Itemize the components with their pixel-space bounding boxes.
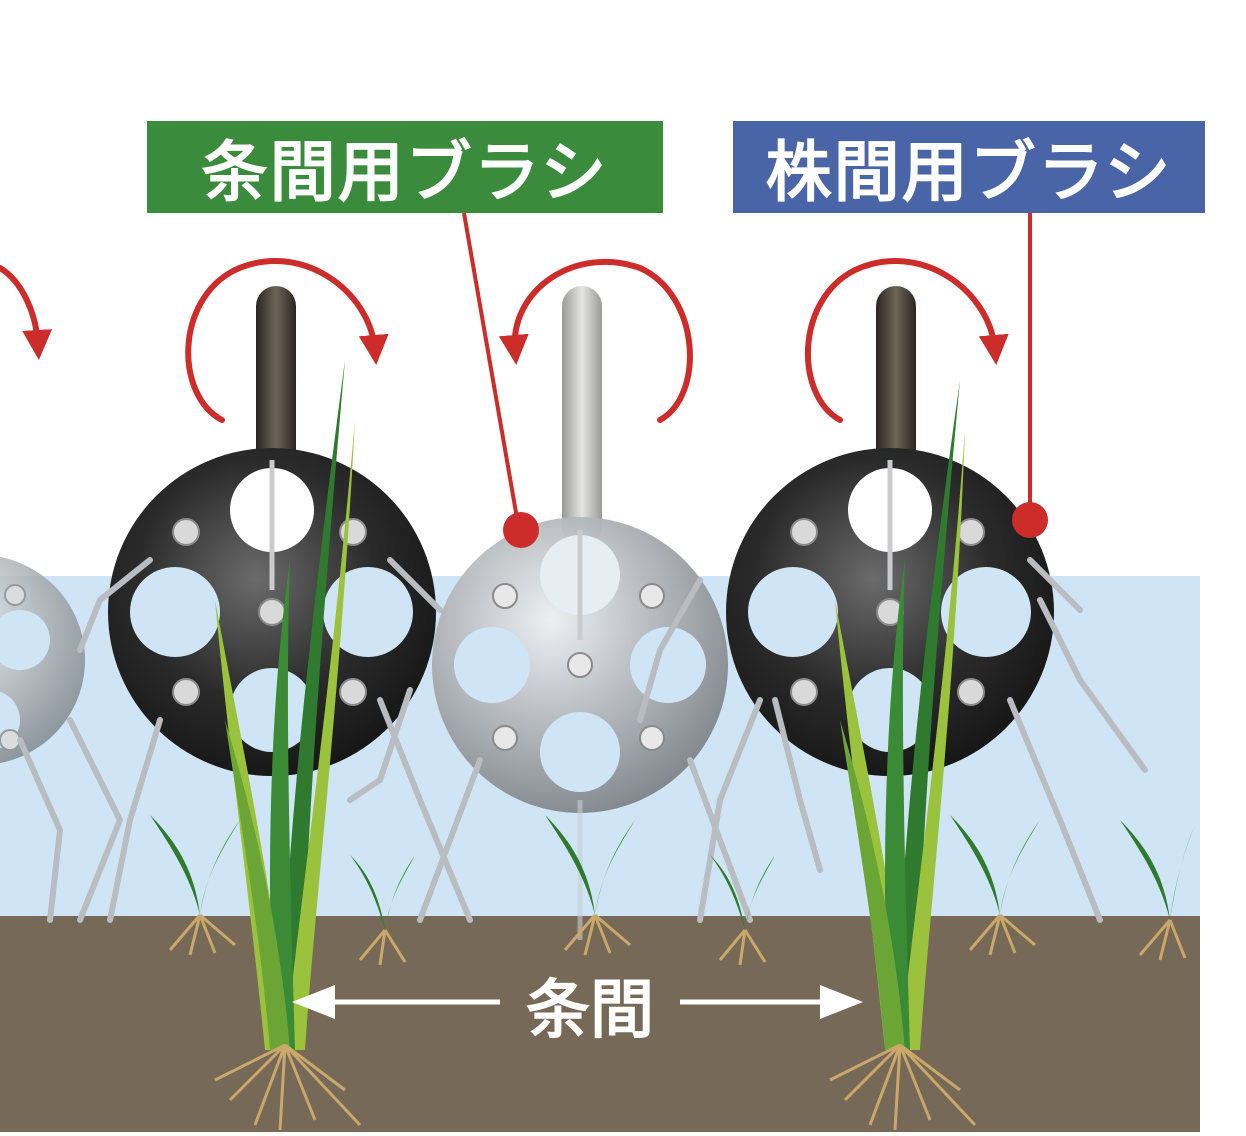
seedling-icon: [150, 815, 1195, 966]
hill-brush-box: [733, 121, 1205, 213]
rotation-arrow-icon: [0, 258, 1009, 423]
rice-plant-icon: [214, 360, 362, 1131]
row-spacing-label: 条間: [526, 974, 654, 1048]
hill-brush-label: 株間用ブラシ: [765, 134, 1173, 211]
brush-disc-icon: [108, 448, 436, 776]
leader-line-hill-brush: [1012, 213, 1048, 538]
soil-layer: [0, 916, 1200, 1132]
shaft-dark-1: [256, 286, 296, 486]
brush-wires-shaft: [269, 460, 893, 940]
brush-wires: [17, 557, 1148, 923]
brush-disc-icon: [726, 448, 1054, 776]
leader-line-row-brush: [462, 212, 539, 548]
shaft-light: [562, 286, 602, 546]
shaft-dark-2: [876, 286, 916, 486]
row-brush-box: [147, 121, 663, 213]
brush-disc-icon: [0, 556, 85, 764]
brush-disc-icon: [432, 517, 728, 813]
row-brush-label: 条間用ブラシ: [201, 134, 609, 211]
rice-plant-icon: [829, 380, 977, 1131]
double-arrow-icon: [292, 985, 863, 1019]
